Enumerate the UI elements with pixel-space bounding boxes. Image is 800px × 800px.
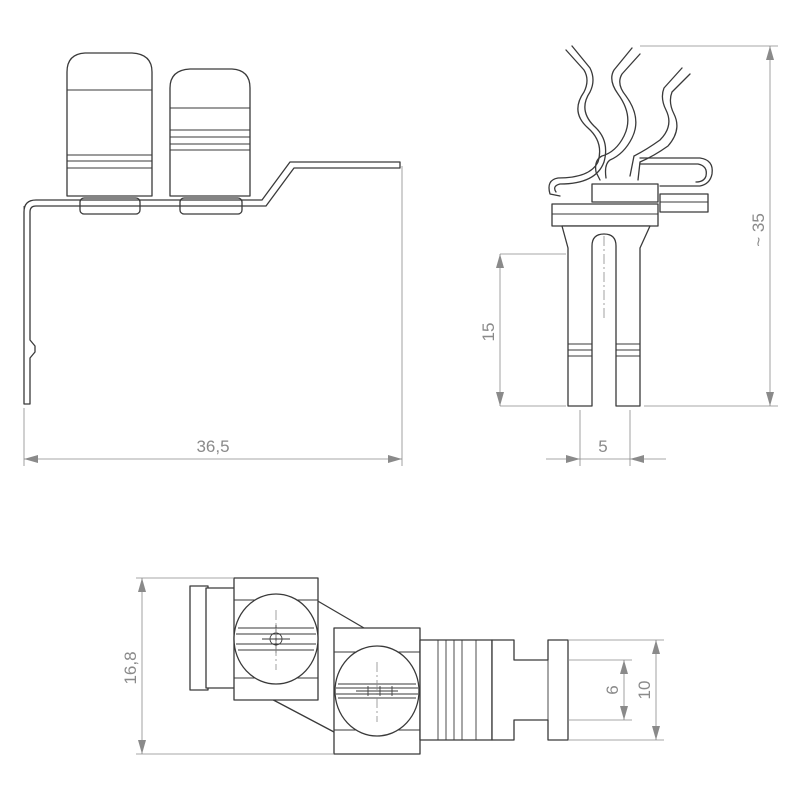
- front-contact-right: [169, 68, 251, 197]
- top-contact-right: [333, 627, 421, 755]
- side-spring-wire-3: [629, 67, 683, 177]
- side-view: 15 5 ~ 35: [479, 45, 778, 466]
- top-end-plate: [189, 585, 209, 691]
- dimension-label-width-top: 16,8: [121, 651, 140, 684]
- dimension-label-pin-length: 15: [479, 323, 498, 342]
- dimension-label-contact-inner: 6: [603, 685, 622, 694]
- top-view: 16,8 10 6: [121, 577, 664, 755]
- side-spring-wire-1: [548, 49, 601, 197]
- side-pin-fork: [561, 225, 651, 407]
- top-terminal-tab: [491, 639, 569, 741]
- side-spring-wire-2: [594, 47, 633, 181]
- top-end-block: [205, 587, 237, 689]
- dimension-label-height-total: ~ 35: [749, 213, 768, 247]
- dimension-label-contact-outer: 10: [635, 681, 654, 700]
- side-clip: [659, 193, 709, 213]
- dimension-label-width-front: 36,5: [196, 437, 229, 456]
- top-contact-left: [233, 577, 319, 701]
- side-body-block: [591, 183, 659, 203]
- front-view: 36,5: [23, 52, 403, 466]
- front-sheet-metal: [23, 161, 401, 405]
- dimension-label-pin-spacing: 5: [598, 437, 607, 456]
- front-contact-left: [66, 52, 153, 197]
- side-base-plate: [551, 203, 659, 227]
- top-body-block: [419, 639, 493, 741]
